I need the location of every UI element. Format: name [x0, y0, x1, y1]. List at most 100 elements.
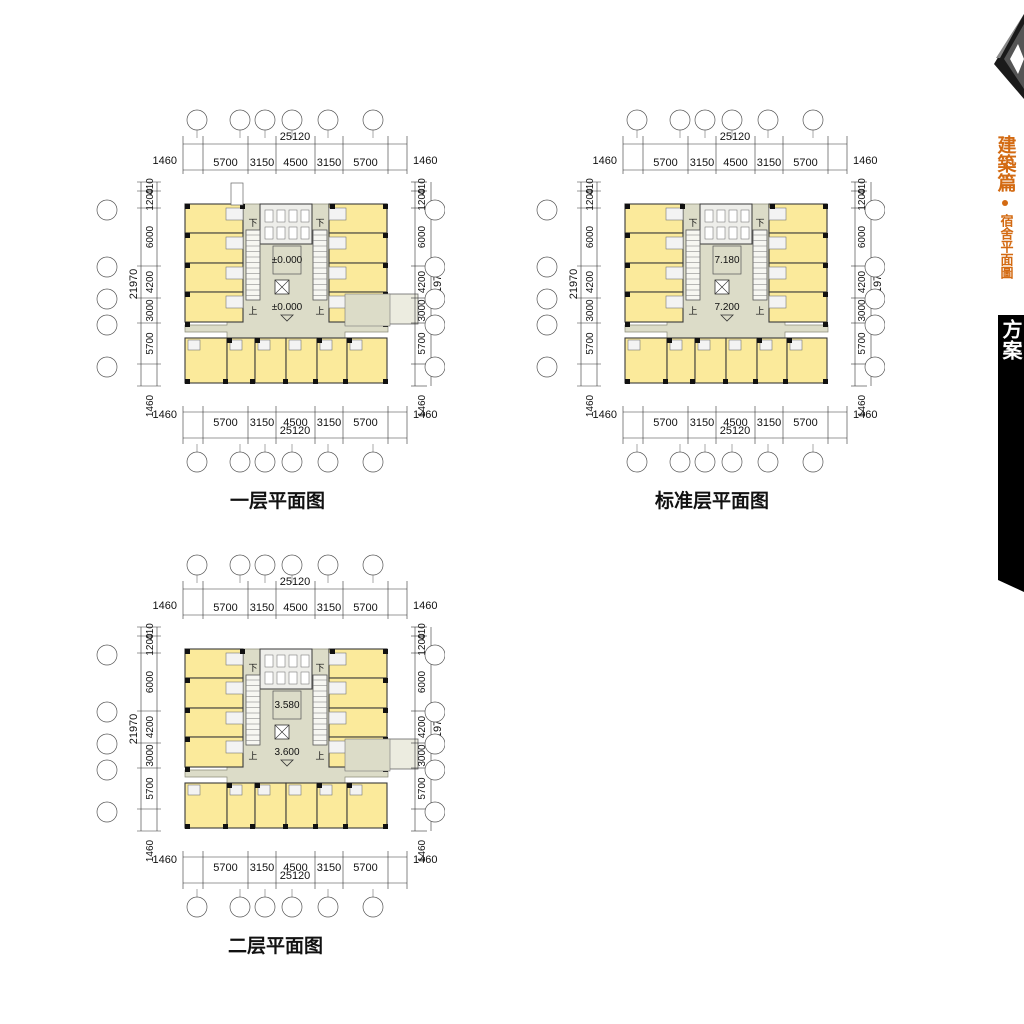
- bathroom: [187, 339, 201, 351]
- bathroom: [229, 784, 243, 796]
- axis-bubble: [536, 199, 558, 221]
- axis-bubble: [186, 109, 208, 131]
- dimension-label: 3150: [250, 417, 274, 429]
- dimension-label: 5700: [213, 862, 237, 874]
- dimension-label: 4500: [283, 862, 307, 874]
- axis-bubble: [96, 199, 118, 221]
- bathroom: [225, 652, 244, 666]
- stair-down-label: 下: [755, 218, 764, 228]
- axis-bubble: [424, 288, 445, 310]
- column: [667, 338, 672, 343]
- bathroom: [328, 652, 347, 666]
- column: [823, 379, 828, 384]
- bathroom: [319, 339, 333, 351]
- column: [185, 379, 190, 384]
- dimension-label: 1460: [413, 155, 437, 167]
- bathroom: [288, 339, 302, 351]
- column: [347, 783, 352, 788]
- bathroom: [759, 339, 773, 351]
- axis-bubble: [281, 451, 303, 473]
- axis-bubble: [362, 109, 384, 131]
- level-mark: 3.600: [274, 747, 299, 758]
- stair: [312, 229, 328, 301]
- column: [680, 204, 685, 209]
- axis-bubble: [626, 109, 648, 131]
- axis-bubble: [424, 199, 445, 221]
- column: [383, 649, 388, 654]
- dimension-label: 4200: [145, 270, 156, 293]
- column: [255, 783, 260, 788]
- axis-bubble: [317, 896, 339, 918]
- axis-bubble: [317, 554, 339, 576]
- dimension-label: 410: [417, 623, 428, 640]
- level-triangle-icon: [720, 314, 734, 322]
- axis-bubble: [317, 109, 339, 131]
- axis-bubble: [96, 288, 118, 310]
- column: [185, 233, 190, 238]
- axis-bubble: [96, 314, 118, 336]
- toilet-fixture-icon: [300, 654, 310, 668]
- axis-bubble: [362, 896, 384, 918]
- column: [383, 233, 388, 238]
- bathroom: [328, 711, 347, 725]
- axis-bubble: [362, 451, 384, 473]
- column: [185, 737, 190, 742]
- dimension-label: 1460: [153, 854, 177, 866]
- dimension-label: 1460: [853, 155, 877, 167]
- axis-bubble: [424, 314, 445, 336]
- bathroom: [697, 339, 711, 351]
- dimension-label: 1460: [593, 409, 617, 421]
- column: [823, 292, 828, 297]
- axis-bubble: [694, 109, 716, 131]
- dimension-label: 410: [145, 623, 156, 640]
- dimension-label: 410: [857, 178, 868, 195]
- axis-bubble: [96, 256, 118, 278]
- entrance-hall: [344, 293, 391, 327]
- axis-bubble: [536, 288, 558, 310]
- column: [227, 338, 232, 343]
- bathroom: [288, 784, 302, 796]
- elevator-cross-icon: [274, 724, 290, 740]
- column: [185, 678, 190, 683]
- dimension-label: 3000: [145, 744, 156, 767]
- entrance-canopy: [387, 738, 419, 770]
- axis-bubble: [96, 356, 118, 378]
- toilet-fixture-icon: [300, 226, 310, 240]
- axis-bubble: [864, 256, 885, 278]
- axis-bubble: [802, 109, 824, 131]
- stair-up-label: 上: [248, 306, 257, 316]
- bathroom: [225, 681, 244, 695]
- dimension-label: 1460: [413, 409, 437, 421]
- bathroom: [257, 339, 271, 351]
- axis-bubble: [96, 759, 118, 781]
- axis-bubble: [864, 356, 885, 378]
- axis-bubble: [424, 733, 445, 755]
- axis-bubble: [626, 451, 648, 473]
- dimension-label: 3150: [317, 602, 341, 614]
- dimension-label: 5700: [213, 417, 237, 429]
- bathroom: [328, 295, 347, 309]
- dimension-label: 3150: [757, 157, 781, 169]
- column: [313, 824, 318, 829]
- stair: [245, 229, 261, 301]
- dimension-label: 1460: [585, 394, 596, 417]
- lobby-outline: [272, 245, 302, 275]
- bathroom: [328, 740, 347, 754]
- stair-up-label: 上: [248, 751, 257, 761]
- column: [317, 338, 322, 343]
- dimension-label: 5700: [417, 777, 428, 800]
- dimension-label: 3150: [250, 862, 274, 874]
- level-triangle-icon: [280, 759, 294, 767]
- toilet-fixture-icon: [288, 671, 298, 685]
- dimension-label: 3150: [250, 157, 274, 169]
- column: [347, 338, 352, 343]
- axis-bubble: [254, 554, 276, 576]
- dimension-label: 1200: [585, 188, 596, 211]
- dimension-label: 5700: [353, 602, 377, 614]
- dimension-label: 1200: [145, 633, 156, 656]
- dimension-label: 1460: [413, 600, 437, 612]
